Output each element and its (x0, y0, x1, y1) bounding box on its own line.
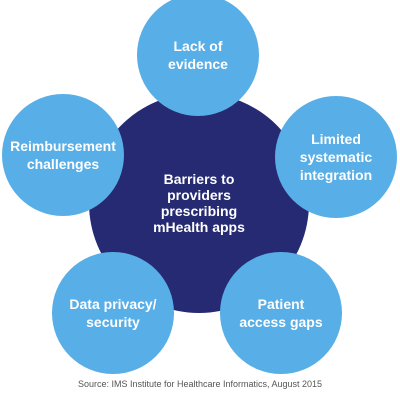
node-circle-reimbursement-challenges (2, 94, 124, 216)
node-label-patient-access-gaps: Patient access gaps (239, 296, 323, 330)
center-label: Barriers to providers prescribing mHealt… (153, 171, 245, 235)
node-label-lack-of-evidence: Lack of evidence (168, 38, 228, 72)
node-label-data-privacy-security: Data privacy/ security (69, 296, 157, 330)
node-circle-data-privacy-security (52, 252, 174, 374)
source-caption: Source: IMS Institute for Healthcare Inf… (77, 379, 323, 389)
node-circle-lack-of-evidence (137, 0, 259, 116)
node-circle-patient-access-gaps (220, 252, 342, 374)
node-circle-limited-systematic-integration (275, 96, 397, 218)
node-label-reimbursement-challenges: Reimbursement challenges (10, 138, 116, 172)
center-circle (89, 93, 309, 313)
node-label-limited-systematic-integration: Limited systematic integration (299, 131, 373, 183)
